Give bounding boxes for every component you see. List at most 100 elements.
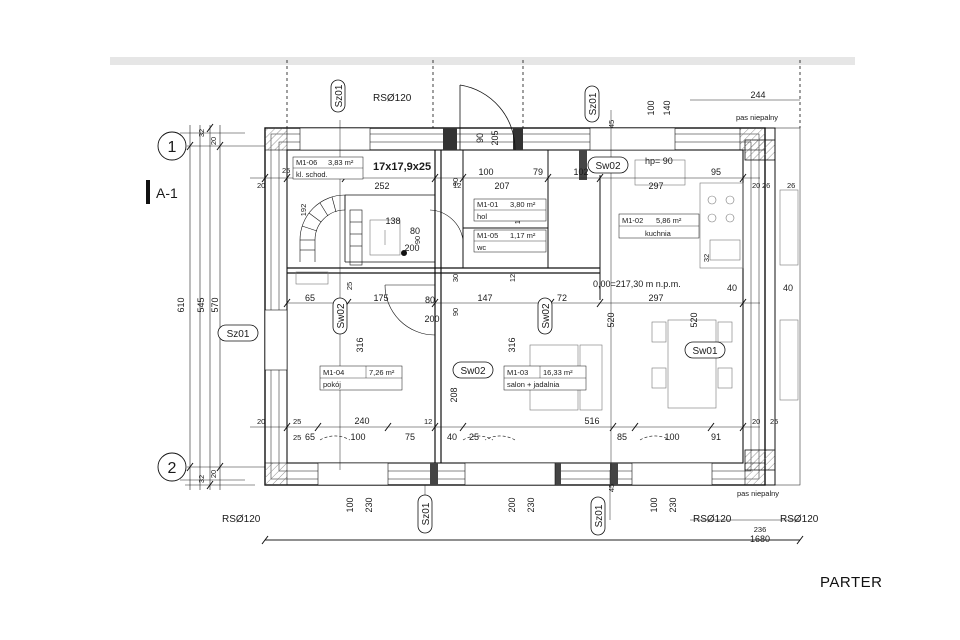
dim-r1-100: 100 xyxy=(478,167,493,177)
dim-r1-95: 95 xyxy=(711,167,721,177)
svg-text:5,86 m²: 5,86 m² xyxy=(656,216,682,225)
room-label-salon: M1-03 16,33 m² salon + jadalnia xyxy=(503,365,587,391)
svg-text:Sz01: Sz01 xyxy=(334,84,345,107)
svg-text:16,33 m²: 16,33 m² xyxy=(543,368,573,377)
windows xyxy=(264,127,713,486)
dim-r4-100a: 100 xyxy=(350,432,365,442)
dim-30: 30 xyxy=(451,274,460,282)
dim-r4-75: 75 xyxy=(405,432,415,442)
svg-text:Sw02: Sw02 xyxy=(541,303,552,328)
dim-r1-102: 102 xyxy=(573,167,588,177)
tag-sz01-top-right: Sz01 xyxy=(584,85,600,123)
dim-left-inner: 570 xyxy=(210,297,220,312)
tag-sw02-pokoj-left: Sw02 xyxy=(332,297,348,335)
dim-138: 138 xyxy=(385,216,400,226)
dim-corner-b-top: 20 xyxy=(209,137,218,145)
door-swings xyxy=(319,209,671,441)
svg-text:salon + jadalnia: salon + jadalnia xyxy=(507,380,560,389)
svg-text:3,83 m²: 3,83 m² xyxy=(328,158,354,167)
dim-r1-20: 20 xyxy=(257,181,265,190)
dim-236: 236 xyxy=(754,525,767,534)
dim-520-b: 520 xyxy=(689,312,699,327)
svg-text:pokój: pokój xyxy=(323,380,341,389)
axis-bubble-bottom: 2 xyxy=(157,452,187,482)
dim-r3-25: 25 xyxy=(293,417,301,426)
svg-text:M1-02: M1-02 xyxy=(622,216,643,225)
svg-text:hol: hol xyxy=(477,212,487,221)
dim-r2-297: 297 xyxy=(648,293,663,303)
dim-r3-240: 240 xyxy=(354,416,369,426)
svg-text:M1-06: M1-06 xyxy=(296,158,317,167)
level-note: 0,00=217,30 m n.p.m. xyxy=(593,279,681,289)
svg-text:Sw02: Sw02 xyxy=(595,161,620,172)
dim-r3-20: 20 xyxy=(257,417,265,426)
dim-316-pokoj: 316 xyxy=(355,337,365,352)
svg-text:M1-03: M1-03 xyxy=(507,368,528,377)
entrance-door xyxy=(286,60,801,151)
dim-r2-40a: 40 xyxy=(727,283,737,293)
dim-left-mid: 545 xyxy=(196,297,206,312)
dim-bottom-230b: 230 xyxy=(526,497,536,512)
dim-r3-516: 516 xyxy=(584,416,599,426)
dim-208: 208 xyxy=(449,387,459,402)
tag-sz01-bottom-right: Sz01 xyxy=(590,496,606,536)
dim-r3-12: 12 xyxy=(424,417,432,426)
dim-r3-25b: 25 xyxy=(770,417,778,426)
dim-top-205: 205 xyxy=(490,130,500,145)
dim-bottom-230c: 230 xyxy=(668,497,678,512)
stair-spec: 17x17,9x25 xyxy=(373,161,431,173)
dim-left-outer: 610 xyxy=(176,297,186,312)
svg-text:Sz01: Sz01 xyxy=(227,329,250,340)
dim-corner-a-bottom: 32 xyxy=(197,475,206,483)
room-label-wc: M1-05 1,17 m² wc xyxy=(473,229,547,253)
dim-top-244: 244 xyxy=(750,90,765,100)
dim-25-stair: 25 xyxy=(345,282,354,290)
svg-text:Sw01: Sw01 xyxy=(692,346,717,357)
rs-label-bottom-left: RSØ120 xyxy=(222,514,261,525)
room-label-kuchnia: M1-02 5,86 m² kuchnia xyxy=(618,213,700,239)
dim-90-stair: 90 xyxy=(413,236,422,244)
rs-label-bottom-cut: RSØ120 xyxy=(780,514,819,525)
dim-corner-b-bottom: 20 xyxy=(209,470,218,478)
dim-r4-40: 40 xyxy=(447,432,457,442)
section-marker-label: A-1 xyxy=(156,185,178,201)
svg-text:M1-05: M1-05 xyxy=(477,231,498,240)
dim-top-140: 140 xyxy=(662,100,672,115)
dim-r4-91: 91 xyxy=(711,432,721,442)
section-marker-bar xyxy=(146,180,150,204)
dim-top-45: 45 xyxy=(607,120,616,128)
tag-sz01-top-left: Sz01 xyxy=(330,79,346,113)
svg-text:kl. schod.: kl. schod. xyxy=(296,170,328,179)
tag-sz01-left-wall: Sz01 xyxy=(217,324,259,342)
drawing-caption: PARTER xyxy=(820,574,883,591)
dim-r1-25: 25 xyxy=(282,166,290,175)
tag-sz01-bottom-left: Sz01 xyxy=(417,494,433,534)
dim-12-mid: 12 xyxy=(508,274,517,282)
room-label-stairwell: M1-06 3,83 m² kl. schod. xyxy=(292,156,364,180)
dim-r4-25: 25 xyxy=(293,433,301,442)
tag-sw02-salon-door: Sw02 xyxy=(452,361,494,379)
dim-r1-26a: 26 xyxy=(762,181,770,190)
dim-r3-20b: 20 xyxy=(752,417,760,426)
dim-80-a: 80 xyxy=(410,226,420,236)
dim-r2-72: 72 xyxy=(557,293,567,303)
top-strip xyxy=(110,57,855,65)
dim-bottom-100a: 100 xyxy=(345,497,355,512)
svg-text:wc: wc xyxy=(476,243,486,252)
room-label-hol: M1-01 3,80 m² hol xyxy=(473,198,547,222)
tag-sw02-salon-mid: Sw02 xyxy=(537,297,553,335)
dim-bottom-45: 45 xyxy=(607,484,616,492)
dim-r2-40b: 40 xyxy=(783,283,793,293)
dim-90-hol: 90 xyxy=(451,178,460,186)
axis-bubble-top: 1 xyxy=(157,131,187,161)
dim-r1-26b: 26 xyxy=(787,181,795,190)
dim-32-kitchen: 32 xyxy=(702,254,711,262)
svg-text:3,80 m²: 3,80 m² xyxy=(510,200,536,209)
svg-text:M1-01: M1-01 xyxy=(477,200,498,209)
dim-316-salon: 316 xyxy=(507,337,517,352)
hatched-walls xyxy=(264,127,766,486)
hp-note: hp= 90 xyxy=(645,156,673,166)
dim-r1-207: 207 xyxy=(494,181,509,191)
svg-text:Sz01: Sz01 xyxy=(421,502,432,525)
